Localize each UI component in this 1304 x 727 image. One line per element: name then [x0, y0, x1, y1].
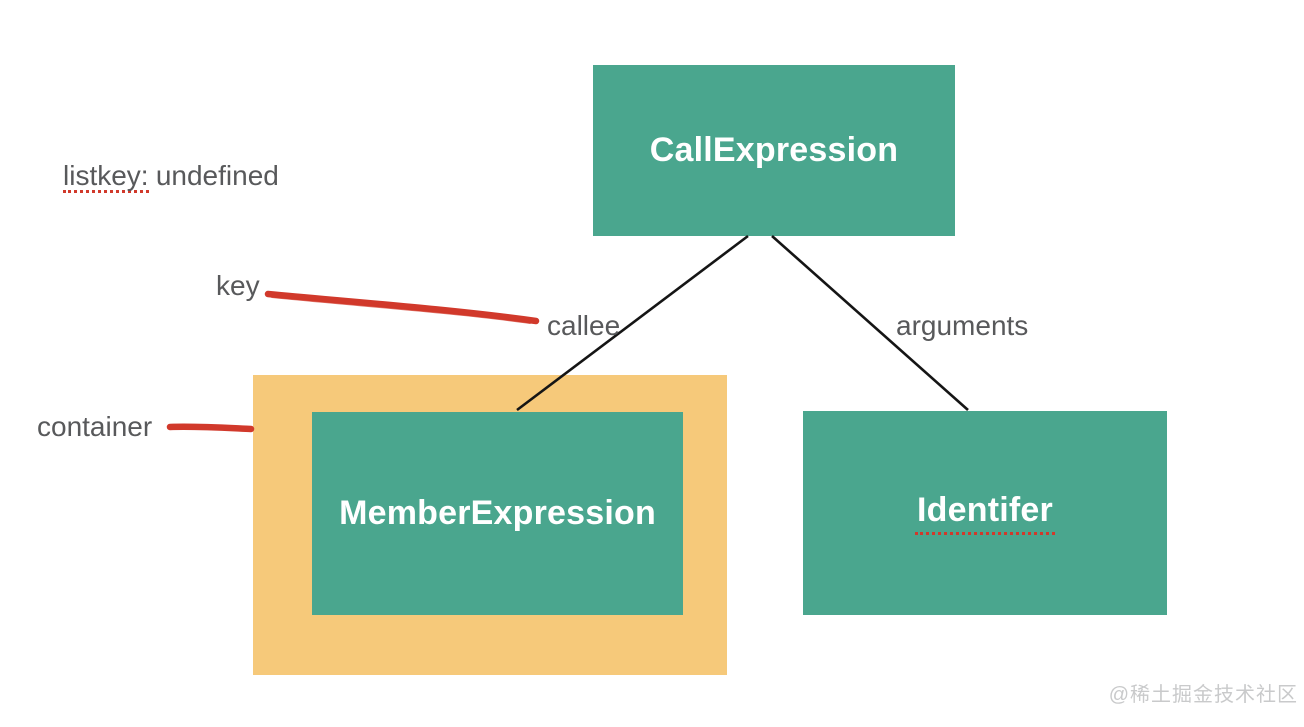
node-identifer: Identifer — [803, 411, 1167, 615]
marker-key-line-texture — [271, 296, 531, 324]
annotation-listkey-value: undefined — [155, 160, 279, 191]
annotation-container: container — [37, 411, 153, 442]
marker-key-line — [264, 290, 540, 325]
annotation-key: key — [216, 270, 260, 301]
annotation-listkey: listkey:undefined — [63, 160, 279, 194]
edge-label-arguments: arguments — [896, 310, 1029, 341]
node-member-expression-label: MemberExpression — [339, 494, 656, 532]
node-identifer-label: Identifer — [915, 491, 1055, 535]
node-call-expression-label: CallExpression — [649, 131, 899, 169]
annotation-listkey-term: listkey: — [63, 161, 149, 194]
node-member-expression: MemberExpression — [312, 412, 683, 615]
edge-label-callee: callee — [547, 310, 621, 341]
node-call-expression: CallExpression — [593, 65, 955, 236]
watermark: @稀土掘金技术社区 — [1108, 684, 1298, 706]
marker-container-line — [166, 423, 255, 433]
